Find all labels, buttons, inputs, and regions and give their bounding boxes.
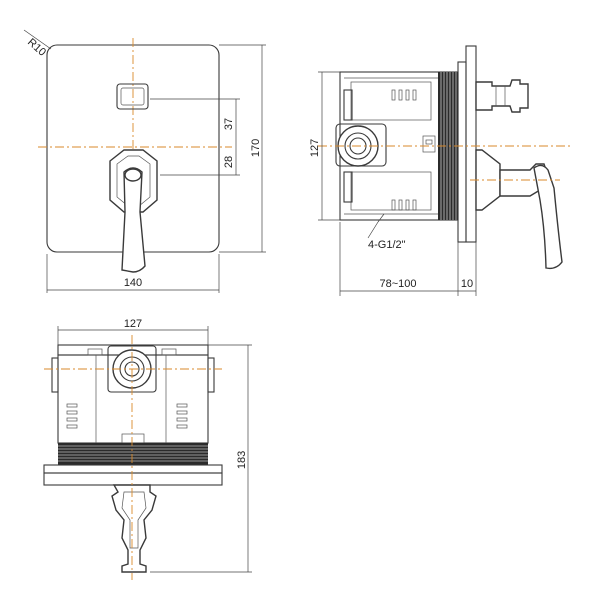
depth-label: 78~100 xyxy=(379,278,416,290)
top-left-tab xyxy=(51,357,59,393)
diverter-button-inner xyxy=(120,87,145,106)
handle-side-lever xyxy=(533,164,563,270)
top-ribbed-band xyxy=(58,443,208,465)
top-handle xyxy=(111,484,157,573)
side-marker-tab xyxy=(425,139,433,145)
radius-leader xyxy=(23,29,52,50)
top-right-tab xyxy=(207,357,215,393)
top-right-clip xyxy=(161,348,177,356)
thread-leader xyxy=(367,221,379,239)
top-left-clip xyxy=(87,348,103,356)
side-view: 127 4-G1/2" 78~100 10 xyxy=(309,45,570,296)
thread-leader-tail xyxy=(377,213,385,223)
plate-collar xyxy=(465,45,477,243)
radius-label: R10 xyxy=(25,36,48,58)
top-left-slots xyxy=(66,403,78,429)
plate-label: 10 xyxy=(461,278,473,290)
mounting-plate xyxy=(457,61,467,243)
body-upper-panel xyxy=(350,81,432,121)
lower-offset-label: 28 xyxy=(223,156,235,168)
side-connector-bottom xyxy=(343,171,353,203)
top-handle-inner xyxy=(121,491,147,549)
side-height-label: 127 xyxy=(309,139,321,157)
handle-hub xyxy=(124,168,142,182)
top-marker xyxy=(121,433,145,444)
side-marker xyxy=(422,135,436,153)
lower-slots xyxy=(391,199,417,211)
top-width-label: 127 xyxy=(124,318,142,330)
diverter-cartridge xyxy=(475,79,529,113)
diverter-button xyxy=(116,83,149,110)
upper-slots xyxy=(391,89,417,101)
front-height-label: 170 xyxy=(250,139,262,157)
top-plate xyxy=(43,464,223,474)
body-lower-panel xyxy=(350,171,432,211)
top-plate-front xyxy=(43,472,223,486)
side-connector-top xyxy=(343,89,353,121)
upper-offset-label: 37 xyxy=(223,118,235,130)
top-length-label: 183 xyxy=(236,451,248,469)
handle-base-inner xyxy=(116,155,151,207)
front-width-label: 140 xyxy=(124,277,142,289)
top-right-slots xyxy=(176,403,188,429)
top-view: 127 183 xyxy=(43,318,252,580)
front-view: R10 140 170 37 28 xyxy=(23,29,266,293)
handle-lever xyxy=(121,167,146,273)
thread-label: 4-G1/2" xyxy=(368,239,406,251)
top-rib-lines xyxy=(58,445,208,462)
